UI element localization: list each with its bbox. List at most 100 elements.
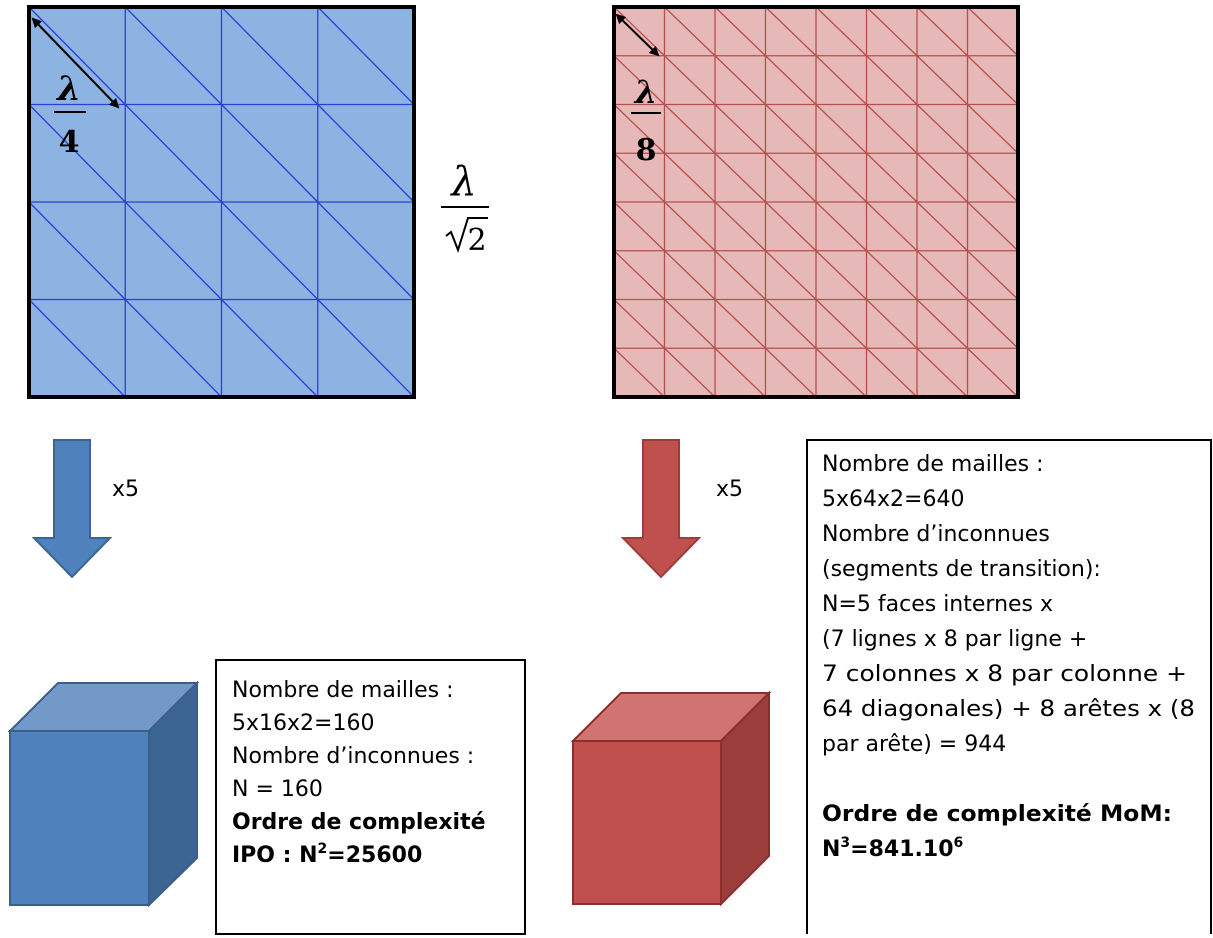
right-info-line-4: (segments de transition): (822, 557, 1101, 582)
right-mesh-diagonal-line (765, 201, 817, 252)
right-mesh-diagonal-line (916, 6, 968, 57)
right-mesh-diagonal-line (967, 152, 1019, 203)
side-length-numerator: λ (449, 159, 476, 205)
right-mesh-diagonal-line (664, 152, 716, 203)
right-mesh-diagonal-line (714, 299, 766, 349)
side-length-root-value: 2 (467, 223, 486, 258)
left-mesh-diagonal-line (317, 6, 415, 105)
right-info-line-2: 5x64x2=640 (822, 487, 964, 512)
left-cube-icon (7, 680, 200, 908)
right-mesh-diagonal-line (866, 104, 918, 154)
left-mesh-diagonal-line (28, 104, 126, 203)
right-mesh-lines (613, 6, 1019, 398)
left-info-box-frame (215, 659, 526, 935)
left-edge-label-denominator: 4 (59, 125, 80, 160)
right-info-line-5: N=5 faces internes x (822, 592, 1053, 617)
right-info-bold-sup2: 6 (954, 835, 964, 851)
right-mesh-diagonal-line (613, 104, 665, 154)
right-mesh-diagonal-line (916, 250, 968, 300)
left-mesh-diagonal-line (28, 201, 126, 300)
right-mesh-diagonal-line (967, 299, 1019, 349)
right-mesh-diagonal-line (714, 104, 766, 154)
left-mesh-lines (28, 6, 415, 398)
right-mesh-diagonal-line (664, 201, 716, 252)
right-mesh-diagonal-line (765, 6, 817, 57)
right-mesh-diagonal-line (765, 152, 817, 203)
right-mesh-diagonal-line (815, 201, 867, 252)
right-info-bold-line-2: N3=841.106 (822, 835, 963, 862)
right-mesh-diagonal-line (815, 55, 867, 105)
right-mesh-diagonal-line (916, 201, 968, 252)
left-info-line-1: Nombre de mailles : (232, 678, 454, 703)
left-info-bold-line-1: Ordre de complexité (232, 810, 486, 835)
right-mesh-diagonal-line (613, 347, 665, 398)
right-mesh-diagonal-line (815, 152, 867, 203)
right-mesh-diagonal-line (714, 201, 766, 252)
left-mesh-border (27, 5, 416, 399)
left-mesh-diagonal-line (124, 299, 222, 398)
left-mesh-diagonal-line (221, 201, 319, 300)
right-mesh-diagonal-line (916, 347, 968, 398)
right-mesh-diagonal-line (866, 299, 918, 349)
left-info-bold-sup: 2 (318, 841, 328, 857)
left-mesh-diagonal-line (221, 6, 319, 105)
left-mesh-diagonal-line (221, 299, 319, 398)
left-cube-front-face (9, 730, 150, 906)
left-info-box: Nombre de mailles : 5x16x2=160 Nombre d’… (215, 659, 526, 935)
right-info-line-8: 64 diagonales) + 8 arêtes x (8 (822, 697, 1195, 722)
right-info-box: Nombre de mailles : 5x64x2=640 Nombre d’… (806, 439, 1212, 934)
left-mesh-diagonal-line (221, 104, 319, 203)
left-edge-label: λ 4 (54, 69, 86, 160)
left-mesh-diagonal-line (317, 104, 415, 203)
left-edge-dimension-arrow (31, 17, 120, 109)
right-info-line-6: (7 lignes x 8 par ligne + (822, 627, 1087, 652)
left-mesh-diagonal-line (317, 299, 415, 398)
right-mesh-diagonal-line (815, 299, 867, 349)
right-mesh-diagonal-line (613, 299, 665, 349)
right-info-box-frame (806, 439, 1212, 934)
left-mesh-diagonal-line (124, 104, 222, 203)
right-mesh-diagonal-line (765, 104, 817, 154)
right-mesh-diagonal-line (866, 152, 918, 203)
left-info-bold-prefix: IPO : N (232, 843, 318, 868)
right-info-line-3: Nombre d’inconnues (822, 522, 1050, 547)
right-mesh-diagonal-line (714, 55, 766, 105)
right-mesh-diagonal-line (714, 250, 766, 300)
left-mesh-diagonal-line (317, 201, 415, 300)
left-info-line-4: N = 160 (232, 777, 323, 802)
right-mesh-diagonal-line (967, 201, 1019, 252)
right-mesh-diagonal-line (866, 6, 918, 57)
right-mesh-diagonal-line (613, 55, 665, 105)
right-mesh-diagonal-line (714, 6, 766, 57)
left-info-bold-line-2: IPO : N2=25600 (232, 841, 422, 868)
right-info-line-7: 7 colonnes x 8 par colonne + (822, 662, 1187, 687)
right-mesh-diagonal-line (664, 6, 716, 57)
left-info-line-2: 5x16x2=160 (232, 711, 374, 736)
right-mesh-diagonal-line (765, 55, 817, 105)
right-mesh-diagonal-line (765, 347, 817, 398)
left-edge-label-numerator: λ (55, 69, 81, 109)
right-mesh-diagonal-line (815, 104, 867, 154)
right-info-bold-sup: 3 (840, 835, 850, 851)
right-mesh-diagonal-line (916, 104, 968, 154)
left-mesh-diagonal-line (124, 6, 222, 105)
right-mesh-diagonal-line (765, 299, 817, 349)
right-edge-label-numerator: λ (633, 73, 657, 111)
right-mesh-diagonal-line (866, 250, 918, 300)
right-cube-icon (570, 690, 772, 907)
right-edge-label-denominator: 8 (636, 133, 657, 168)
right-mesh-diagonal-line (967, 55, 1019, 105)
left-down-arrow-icon (31, 439, 113, 579)
left-mesh-diagonal-line (124, 201, 222, 300)
right-mesh-diagonal-line (866, 347, 918, 398)
right-mesh-diagonal-line (664, 250, 716, 300)
right-mesh-diagonal-line (967, 347, 1019, 398)
right-info-line-9: par arête) = 944 (822, 732, 1006, 757)
side-length-label: λ 2 (441, 159, 489, 258)
right-mesh-diagonal-line (967, 6, 1019, 57)
right-mesh-border (612, 5, 1020, 399)
sqrt-icon (445, 217, 488, 254)
right-edge-dimension-arrow (615, 13, 660, 57)
right-mesh-diagonal-line (916, 55, 968, 105)
